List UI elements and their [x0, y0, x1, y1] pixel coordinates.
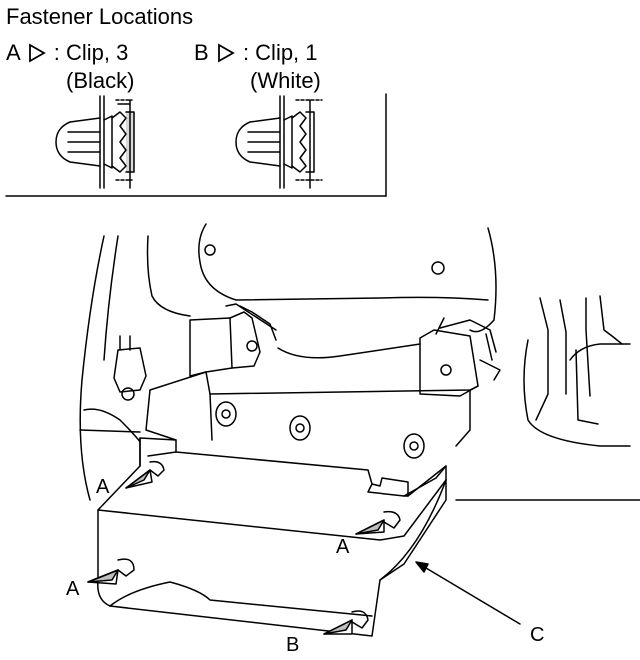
callout-a-right: A	[336, 536, 350, 558]
legend-frame	[5, 93, 387, 197]
side-trim	[455, 295, 640, 501]
legend-color-b: (White)	[250, 68, 321, 93]
legend-entry-a: A : Clip, 3	[6, 40, 128, 69]
legend-letter: A	[6, 40, 20, 65]
seat-bracket	[145, 303, 501, 459]
legend-entry-b: B : Clip, 1	[194, 40, 318, 69]
clip-marker-a-right	[355, 510, 401, 535]
clip-marker-b	[323, 610, 369, 635]
clip-detail-a	[55, 95, 135, 189]
diagram-title: Fastener Locations	[6, 4, 194, 29]
cover-panel	[97, 437, 447, 637]
callout-a-top: A	[96, 476, 110, 498]
legend-letter: B	[194, 40, 209, 65]
clip-marker-a-left	[87, 558, 135, 585]
clip-detail-b	[235, 95, 323, 189]
clip-marker-icon	[217, 43, 235, 69]
legend-description: : Clip, 1	[242, 40, 318, 65]
clip-marker-icon	[28, 43, 46, 69]
callout-a-left: A	[66, 578, 80, 600]
legend-description: : Clip, 3	[53, 40, 129, 65]
clip-marker-a-top	[125, 460, 165, 489]
callout-c: C	[530, 624, 545, 646]
callout-b: B	[286, 634, 300, 656]
legend-color-a: (Black)	[66, 68, 135, 93]
leader-line-c	[415, 561, 521, 625]
